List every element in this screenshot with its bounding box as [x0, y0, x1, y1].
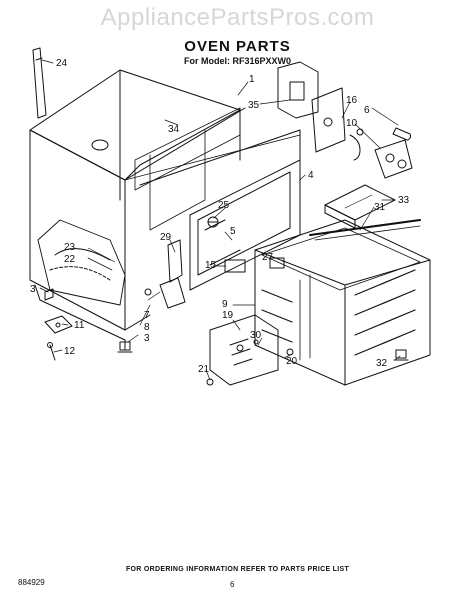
callout-27: 27 [262, 252, 274, 263]
screw-part-12 [47, 342, 56, 361]
callout-16: 16 [346, 95, 358, 106]
callout-23: 23 [64, 242, 76, 253]
callout-20: 20 [286, 356, 298, 367]
panel-part-35 [277, 61, 319, 119]
callout-30: 30 [250, 330, 262, 341]
bracket-part-29 [167, 239, 183, 283]
callout-15: 15 [205, 260, 217, 271]
terminal-block-part-19 [209, 314, 279, 386]
callout-35: 35 [248, 100, 260, 111]
callout-29: 29 [160, 232, 172, 243]
callout-10: 10 [346, 118, 358, 129]
callout-11: 11 [74, 320, 85, 331]
page-number: 6 [230, 580, 235, 589]
callout-22: 22 [64, 254, 76, 265]
footer-note: FOR ORDERING INFORMATION REFER TO PARTS … [125, 566, 350, 573]
callout-8: 8 [144, 322, 150, 333]
callout-33: 33 [398, 195, 410, 206]
callout-12: 12 [64, 346, 76, 357]
bracket-part-25 [207, 216, 219, 228]
cabinet-cutout [37, 219, 126, 306]
callout-34: 34 [168, 124, 180, 135]
callout-21: 21 [198, 364, 210, 375]
foot-part-11 [44, 315, 73, 334]
rod-part-31 [309, 219, 421, 241]
panel-part-35b [311, 87, 346, 153]
callout-9: 9 [222, 299, 228, 310]
callout-6: 6 [364, 105, 370, 116]
watermark: AppliancePartsPros.com [100, 4, 375, 31]
callout-25: 25 [218, 200, 230, 211]
callout-31: 31 [374, 202, 386, 213]
leader-lines [39, 59, 401, 381]
light-part-6 [392, 127, 412, 141]
socket-part-10 [374, 139, 413, 179]
callout-7: 7 [144, 310, 150, 321]
callout-24: 24 [56, 58, 68, 69]
leveling-leg-part-3b [117, 341, 133, 353]
callout-4: 4 [308, 170, 314, 181]
hinge-part-8 [144, 288, 152, 296]
callout-labels: 24 1 35 34 16 6 10 4 33 31 25 5 29 15 27… [30, 58, 410, 375]
callout-3a: 3 [30, 284, 36, 295]
cabinet-body [29, 69, 301, 351]
hinge-part-7 [159, 277, 186, 309]
leveling-leg-part-32 [393, 349, 409, 361]
callout-3b: 3 [144, 333, 150, 344]
document-code: 884929 [18, 578, 45, 587]
screw-part-21 [206, 378, 214, 386]
leveling-leg-part-3a [44, 288, 54, 301]
model-line: For Model: RF316PXXW0 [183, 56, 291, 66]
oven-liner [254, 219, 431, 386]
diagram-title: OVEN PARTS [184, 38, 291, 55]
callout-5: 5 [230, 226, 236, 237]
bracket-part-15 [224, 259, 246, 273]
callout-1: 1 [249, 74, 255, 85]
bracket-part-24 [32, 47, 47, 119]
callout-32: 32 [376, 358, 388, 369]
hinge-part-16 [349, 128, 364, 161]
callout-19: 19 [222, 310, 234, 321]
